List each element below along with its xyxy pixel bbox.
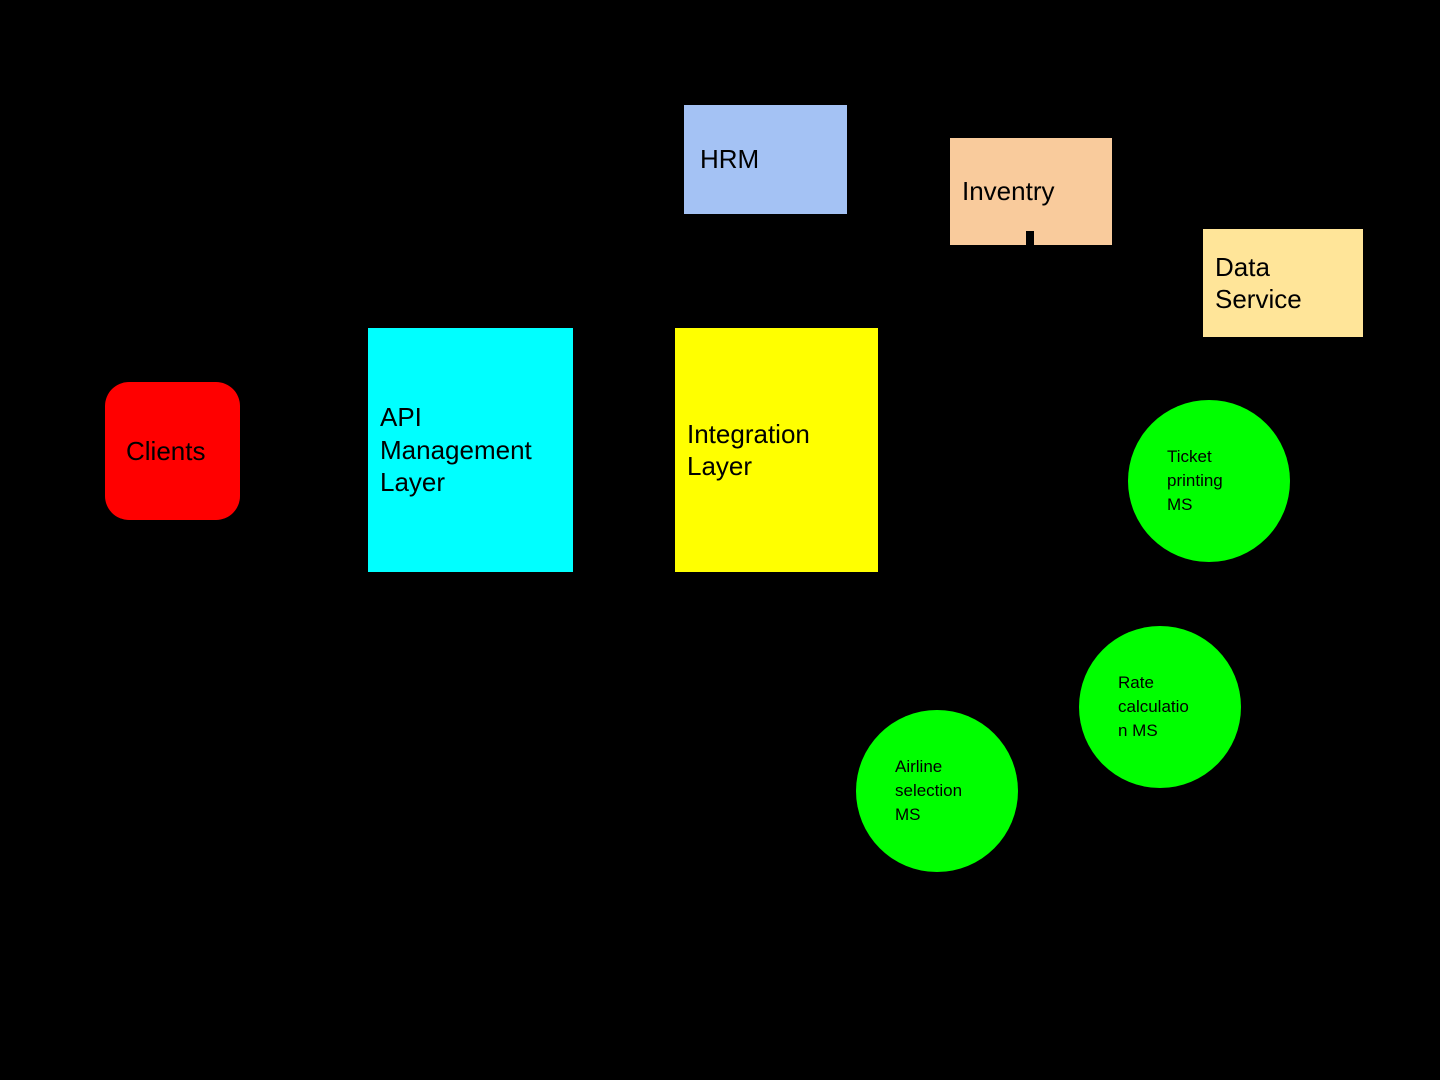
integration-layer-node[interactable]: Integration Layer (675, 328, 878, 572)
airline-selection-ms-label: Airline selection MS (895, 757, 963, 824)
inventry-connector-stub (1026, 231, 1034, 246)
rate-calculation-ms-label: Rate calculation MS (1118, 673, 1189, 740)
integration-layer-label: Integration Layer (687, 418, 810, 482)
data-service-node[interactable]: Data Service (1203, 229, 1363, 337)
inventry-node[interactable]: Inventry (950, 138, 1112, 245)
api-management-layer-node[interactable]: API Management Layer (368, 328, 573, 572)
airline-selection-ms-node[interactable]: Airline selection MS (856, 710, 1018, 872)
clients-node[interactable]: Clients (105, 382, 240, 520)
hrm-label: HRM (700, 144, 760, 174)
hrm-node[interactable]: HRM (684, 105, 847, 214)
data-service-label: Data Service (1215, 251, 1302, 315)
ticket-printing-ms-node[interactable]: Ticket printing MS (1128, 400, 1290, 562)
api-management-layer-label: API Management Layer (380, 402, 532, 498)
clients-label: Clients (126, 435, 206, 466)
ticket-printing-ms-label: Ticket printing MS (1167, 447, 1223, 514)
rate-calculation-ms-node[interactable]: Rate calculation MS (1079, 626, 1241, 788)
inventry-label: Inventry (962, 176, 1055, 206)
